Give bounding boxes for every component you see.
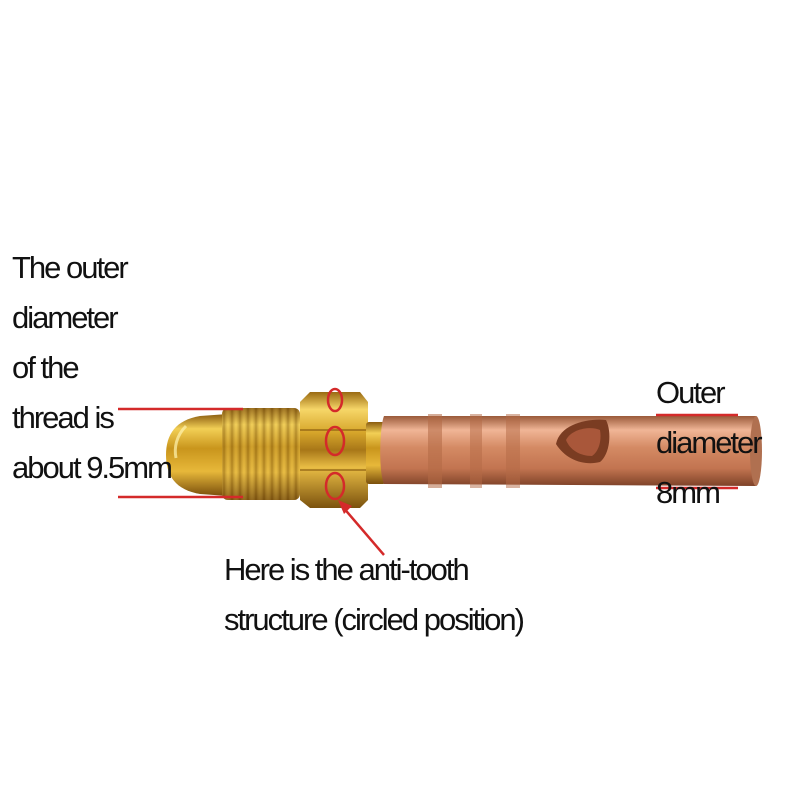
- tube-diameter-label: Outer diameter 8mm: [656, 375, 763, 510]
- anti-tooth-circles: [324, 387, 346, 501]
- copper-tube: [380, 414, 762, 488]
- anti-tooth-label: Here is the anti-tooth structure (circle…: [224, 552, 525, 637]
- tube-dimension-lines: [656, 413, 738, 490]
- thread-section: [222, 408, 300, 500]
- thread-dimension-lines: [118, 407, 243, 499]
- thread-diameter-label: The outer diameter of the thread is abou…: [12, 250, 173, 485]
- hex-nut: [300, 392, 368, 508]
- fitting-nose: [166, 414, 228, 496]
- arrow-icon: [338, 500, 385, 556]
